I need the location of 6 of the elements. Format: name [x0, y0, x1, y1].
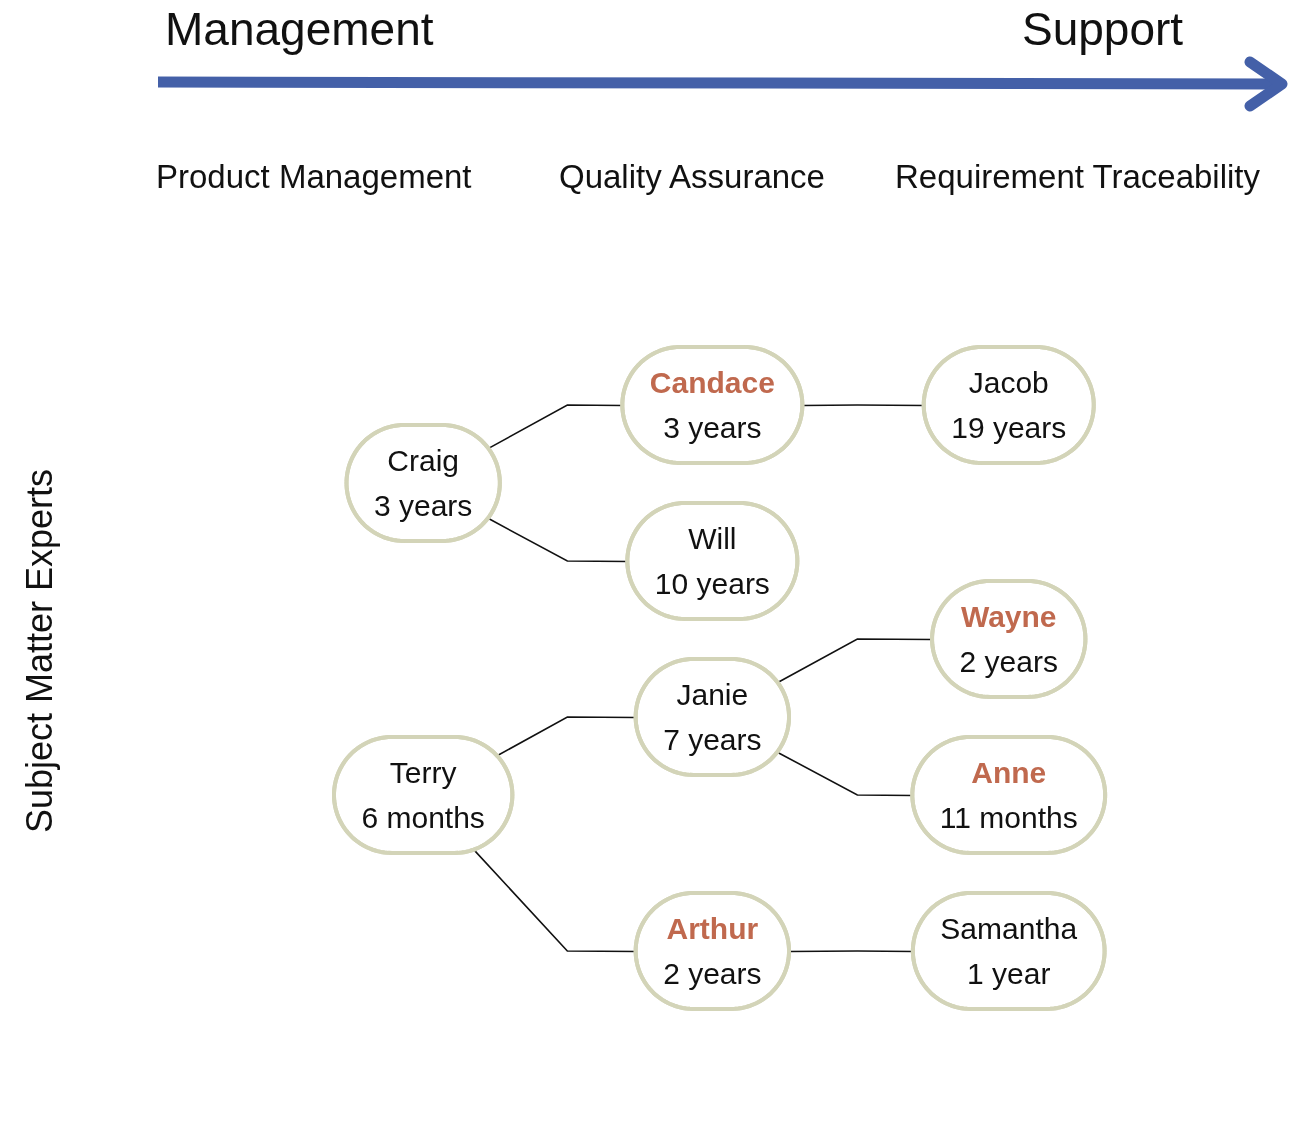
- column-header: Requirement Traceability: [895, 158, 1260, 196]
- column-header: Product Management: [156, 158, 472, 196]
- column-header: Quality Assurance: [559, 158, 825, 196]
- axis-label: Subject Matter Experts: [19, 467, 61, 836]
- axis-label: Management: [165, 2, 434, 56]
- axis-label: Support: [1022, 2, 1184, 56]
